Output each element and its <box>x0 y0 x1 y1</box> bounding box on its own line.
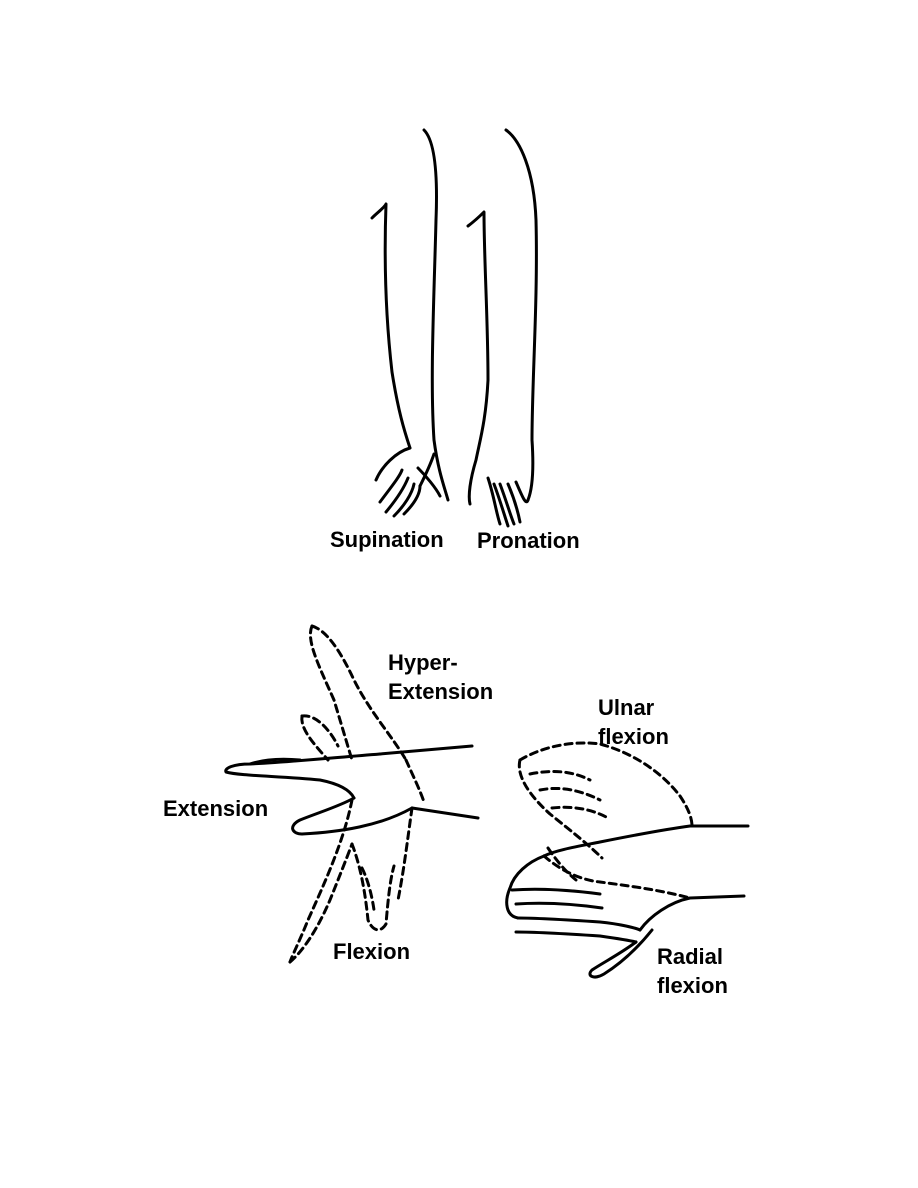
supination-arm <box>370 128 450 518</box>
radial-flexion-label-line2: flexion <box>657 973 728 998</box>
ulnar-flexion-label-line2: flexion <box>598 724 669 749</box>
extension-label: Extension <box>163 796 269 821</box>
ulnar-flexion-hand <box>517 741 694 860</box>
supination-label: Supination <box>330 527 444 552</box>
ulnar-flexion-label-line1: Ulnar <box>598 695 655 720</box>
hyper-extension-label-line2: Extension <box>388 679 494 704</box>
extension-hand <box>224 744 480 836</box>
radial-flexion-label-line1: Radial <box>657 944 724 969</box>
hyper-extension-label-line1: Hyper- <box>388 650 458 675</box>
pronation-label: Pronation <box>477 528 580 553</box>
flexion-label: Flexion <box>333 939 411 964</box>
flexion-hand <box>288 798 414 964</box>
pronation-arm <box>466 128 538 528</box>
neutral-hand <box>505 824 750 979</box>
hyper-extension-hand <box>300 624 426 804</box>
radial-flexion-hand <box>542 846 692 900</box>
